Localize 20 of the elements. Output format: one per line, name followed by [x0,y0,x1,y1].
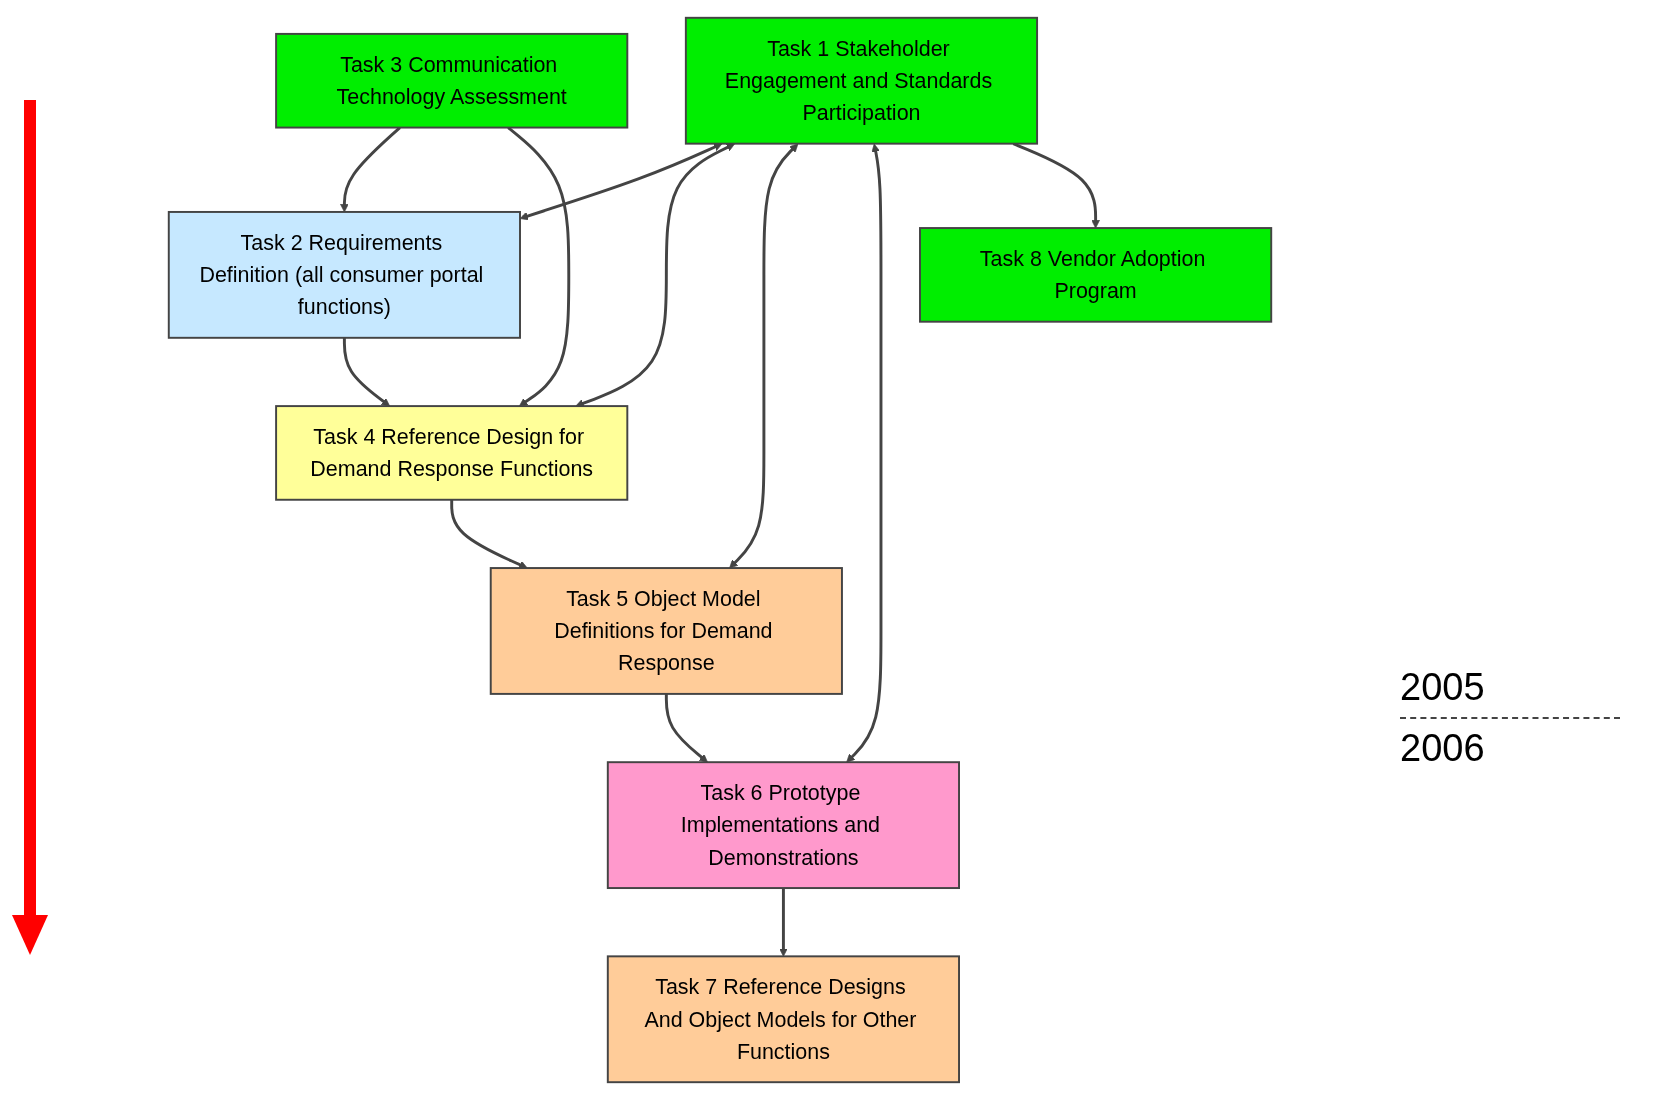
node-box: Task 1 Stakeholder Engagement and Standards Participation [684,16,1039,145]
node-box: Task 4 Reference Design for Demand Response Functions [275,405,629,501]
year-label: 2005 [1400,666,1486,709]
node-box: Task 2 Requirements Definition (all consumer portal functions) [167,210,521,339]
arrow [1012,142,1100,229]
arrow [340,126,401,213]
arrow [846,143,883,763]
arrow [664,693,708,763]
arrow [575,143,735,408]
node-box: Task 3 Communication Technology Assessment [275,32,629,129]
node-box: Task 7 Reference Designs And Object Models for Other Functions [606,955,960,1084]
node-box: Task 6 Prototype Implementations and Demonstrations [606,761,960,890]
year-label: 2006 [1400,727,1486,770]
arrow [729,143,799,569]
arrow [507,126,571,407]
node-box: Task 5 Object Model Definitions for Demand Response [489,567,843,695]
arrow [779,888,788,957]
arrow [342,337,391,407]
arrow [450,499,528,569]
node-box: Task 8 Vendor Adoption Program [919,227,1273,323]
